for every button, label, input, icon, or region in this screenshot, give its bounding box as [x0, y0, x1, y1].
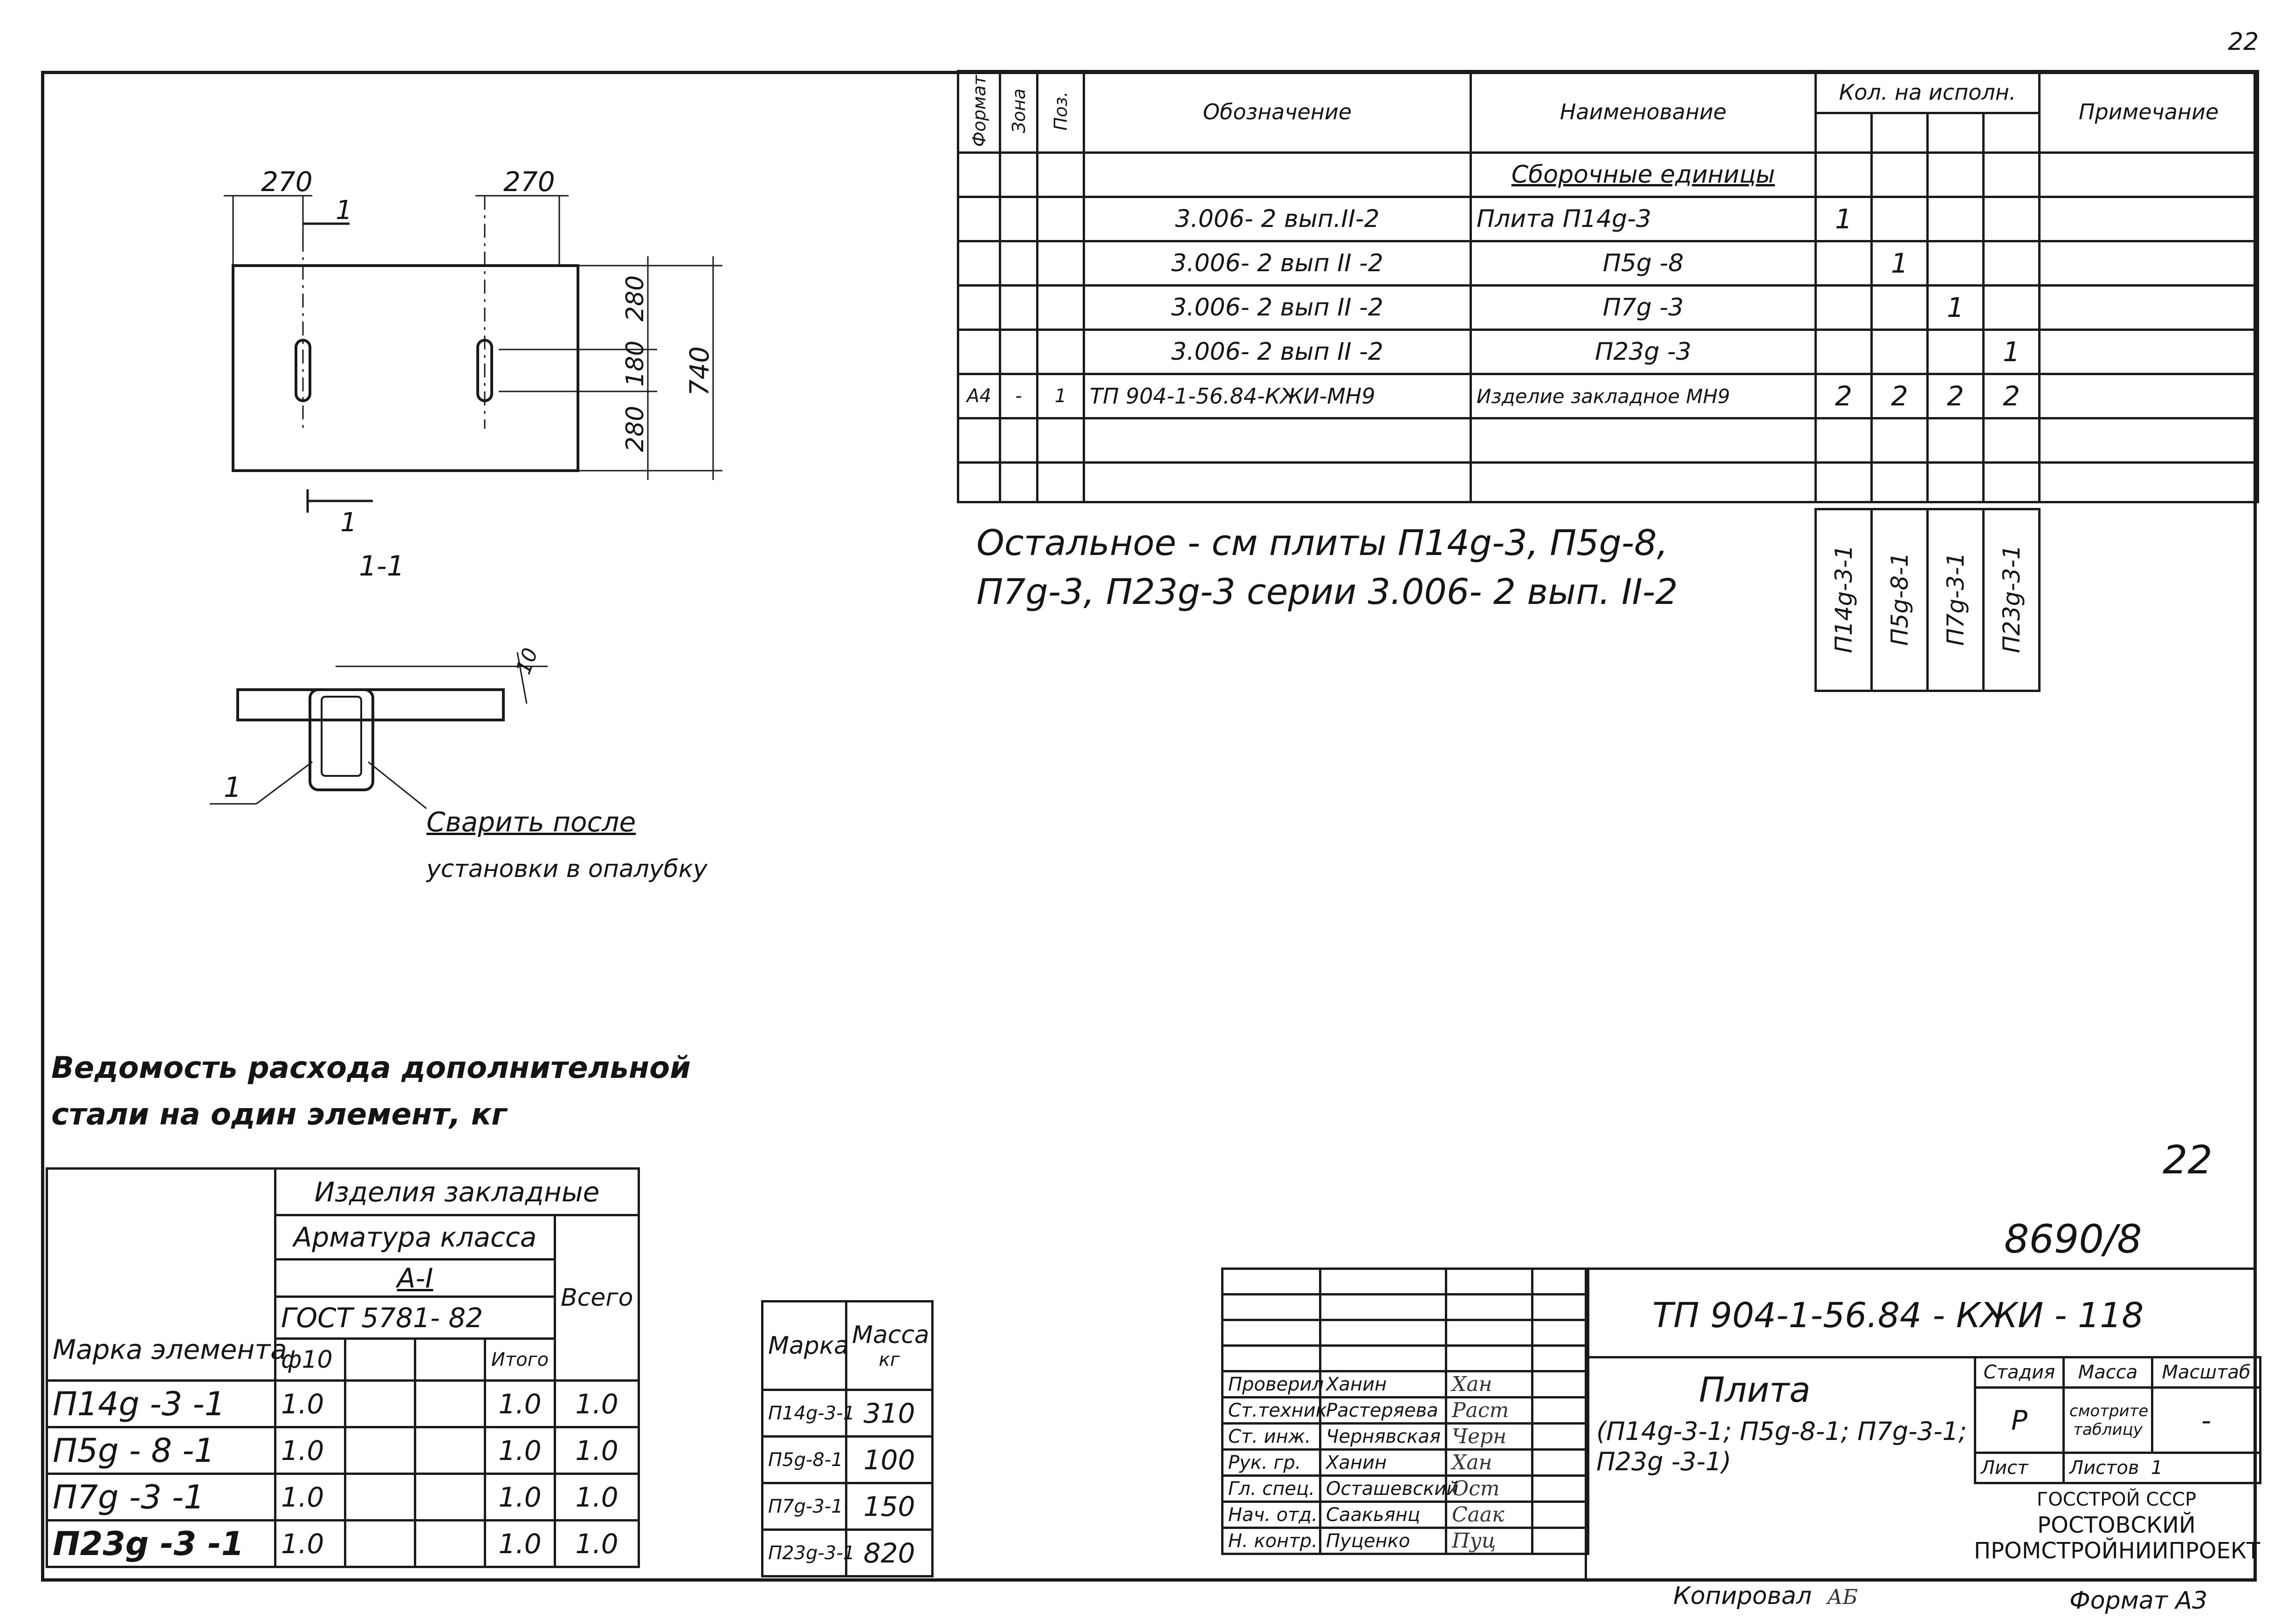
- table-row: П23g -3 -1 1.0 1.0 1.0: [46, 1519, 640, 1568]
- variant-labels: П14g-3-1 П5g-8-1 П7g-3-1 П23g-3-1: [1814, 508, 2041, 692]
- dim-180: 180: [621, 341, 649, 387]
- plate-plan-drawing: 270 270 1 1 280 180 280 740: [224, 166, 722, 538]
- note-line: Остальное - см плиты П14g-3, П5g-8,: [976, 522, 1668, 563]
- section-mark-bottom: 1: [340, 507, 357, 538]
- header-total: Всего: [554, 1214, 640, 1382]
- header-note: Примечание: [2038, 70, 2260, 154]
- weld-note-1: Сварить после: [426, 806, 636, 838]
- header-mark-element: Марка элемента: [46, 1167, 287, 1382]
- specification-table: Формат Зона Поз. Обозначение Наименовани…: [957, 70, 2260, 503]
- variant-label: П5g-8-1: [1870, 508, 1929, 692]
- variant-label: П14g-3-1: [1814, 508, 1873, 692]
- variant-label: П7g-3-1: [1926, 508, 1985, 692]
- format-label: Формат А3: [2069, 1587, 2208, 1615]
- header-embedded: Изделия закладные: [274, 1167, 640, 1216]
- org-line: РОСТОВСКИЙ: [2037, 1512, 2196, 1538]
- sheet-label: Лист: [1974, 1452, 2065, 1484]
- slot-left: [295, 339, 311, 402]
- org-line: ГОССТРОЙ СССР: [2036, 1489, 2197, 1510]
- section-label: 1-1: [359, 550, 405, 582]
- header-stage: Стадия: [1974, 1356, 2065, 1389]
- spec-row: 3.006- 2 вып.II-2 Плита П14g-3 1: [957, 196, 2260, 242]
- header-class: А-I: [274, 1258, 556, 1298]
- header-rebar: Арматура класса: [274, 1214, 556, 1261]
- table-row: П7g -3 -1 1.0 1.0 1.0: [46, 1473, 640, 1521]
- steel-table: Марка элемента Изделия закладные Арматур…: [46, 1167, 640, 1568]
- spec-row: А4-1 ТП 904-1-56.84-КЖИ-МН9 Изделие закл…: [957, 373, 2260, 419]
- org-line: ПРОМСТРОЙНИИПРОЕКТ: [1974, 1538, 2261, 1564]
- dim-10: 10: [511, 645, 543, 678]
- header-format: Формат: [957, 70, 1001, 154]
- spec-row: 3.006- 2 вып II -2 П5g -8 1: [957, 240, 2260, 287]
- header-designation: Обозначение: [1083, 70, 1472, 154]
- mass-value: смотрите таблицу: [2062, 1386, 2153, 1454]
- variant-label: П23g-3-1: [1982, 508, 2041, 692]
- spec-row: 3.006- 2 вып II -2 П23g -3 1: [957, 329, 2260, 375]
- stage-value: Р: [1974, 1386, 2065, 1454]
- header-zone: Зона: [999, 70, 1038, 154]
- steel-title: Ведомость расхода дополнительной: [51, 1051, 691, 1085]
- drawing-subtitle: (П14g-3-1; П5g-8-1; П7g-3-1;: [1596, 1417, 1967, 1446]
- header-mass: Масса: [2062, 1356, 2153, 1389]
- leader-1: 1: [224, 771, 241, 804]
- sheets-label: Листов 1: [2062, 1452, 2261, 1484]
- dim-270-left: 270: [261, 166, 313, 198]
- header-qty: Кол. на исполн.: [1814, 70, 2041, 114]
- copied-by-label: Копировал АБ: [1673, 1582, 1858, 1610]
- header-gost: ГОСТ 5781- 82: [274, 1295, 556, 1340]
- page-number: 22: [2228, 28, 2259, 56]
- section-mark-top: 1: [336, 195, 352, 226]
- header-scale: Масштаб: [2151, 1356, 2261, 1389]
- table-row: П5g - 8 -1 1.0 1.0 1.0: [46, 1426, 640, 1475]
- section-title: Сборочные единицы: [1470, 151, 1817, 198]
- header-subtotal: Итого: [484, 1337, 556, 1382]
- table-row: П14g -3 -1 1.0 1.0 1.0: [46, 1379, 640, 1428]
- header-name: Наименование: [1470, 70, 1817, 154]
- dim-270-right: 270: [503, 166, 555, 198]
- dim-280-top: 280: [621, 275, 649, 322]
- embedded-part: [309, 688, 374, 791]
- steel-title: стали на один элемент, кг: [51, 1097, 507, 1132]
- plate-outline: [232, 264, 579, 472]
- dim-280-bottom: 280: [621, 406, 649, 452]
- header-dia: ф10: [274, 1337, 346, 1382]
- inventory-number: 8690/8: [2004, 1216, 2142, 1262]
- section-drawing: 10 1: [210, 645, 548, 809]
- sheet-number: 22: [2163, 1137, 2213, 1183]
- spec-row: 3.006- 2 вып II -2 П7g -3 1: [957, 284, 2260, 331]
- header-pos: Поз.: [1036, 70, 1085, 154]
- header-mass: Масса кг: [845, 1300, 934, 1391]
- drawing-subtitle: П23g -3-1): [1596, 1447, 1732, 1476]
- weld-note-2: установки в опалубку: [426, 855, 708, 883]
- plate-section: [236, 688, 505, 721]
- dim-740: 740: [685, 346, 715, 396]
- header-mark: Марка: [761, 1300, 849, 1391]
- scale-value: -: [2151, 1386, 2261, 1454]
- note-line: П7g-3, П23g-3 серии 3.006- 2 вып. II-2: [976, 571, 1678, 612]
- document-code: ТП 904-1-56.84 - КЖИ - 118: [1652, 1295, 2144, 1336]
- title-block-main: ТП 904-1-56.84 - КЖИ - 118 Плита (П14g-3…: [1585, 1268, 2261, 1580]
- drawing-title: Плита: [1699, 1370, 1811, 1410]
